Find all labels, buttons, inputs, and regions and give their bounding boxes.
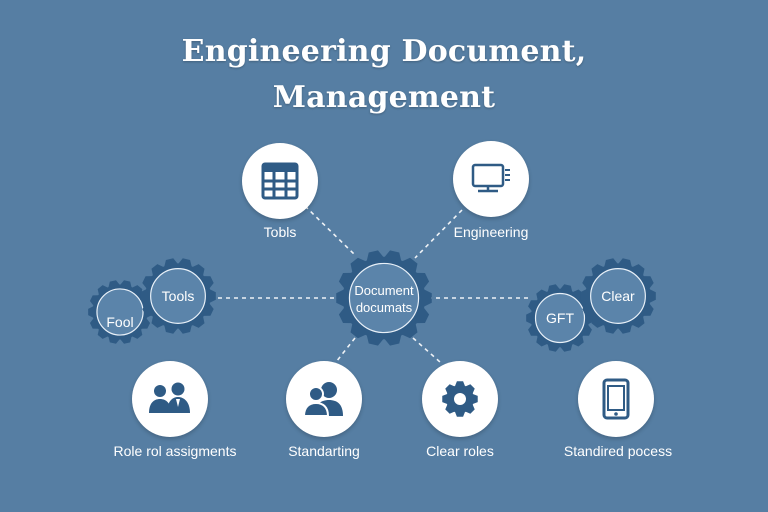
monitor-icon [470,159,512,199]
gear-label-clear: Clear [601,288,635,304]
tablet-icon [601,378,631,420]
node-label-clear-roles: Clear roles [426,443,494,459]
diagram-title-line1: Engineering Document, [181,34,587,69]
connector-top-right [414,209,463,259]
node-label-standard-process: Standired pocess [563,443,673,459]
gear-label-fool: Fool [106,314,134,330]
node-label-engineering: Engineering [453,224,529,240]
gear-hub [150,268,206,324]
gear-hub [348,262,420,334]
gear-label-gft: GFT [546,310,574,326]
gear-gft [526,284,594,352]
center-label-line2: documats [355,300,413,315]
people-icon [146,381,194,417]
node-standarting [286,361,362,437]
gear-label-tools: Tools [161,288,195,304]
node-engineering [453,141,529,217]
node-clear-roles [422,361,498,437]
gear-tools [140,258,216,334]
node-standard-process [578,361,654,437]
connector-bottom-right [412,337,441,363]
node-label-role-assignments: Role rol assigments [113,443,237,459]
diagram-title-line2: Management [272,80,496,115]
spreadsheet-icon [260,161,300,201]
node-label-tobls: Tobls [263,224,297,240]
connector-top-left [304,205,356,256]
connector-bottom-left [335,337,356,363]
users-icon [301,380,347,418]
center-label: Document documats [354,282,413,316]
gear-clear [580,258,656,334]
gear-hub [590,268,646,324]
node-role-assignments [132,361,208,437]
gear-fool [88,280,152,344]
gear-hub [534,292,586,344]
node-label-standarting: Standarting [288,443,360,459]
gear-center-document [336,250,432,346]
gear-hub [96,288,144,336]
gear-icon [440,379,480,419]
node-tools-top [242,143,318,219]
center-label-line1: Document [354,283,414,298]
